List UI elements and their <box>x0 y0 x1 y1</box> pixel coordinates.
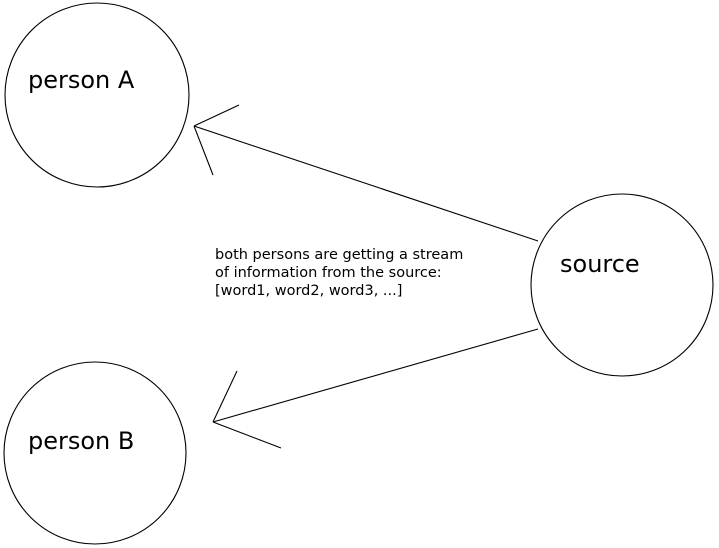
arrowhead-barb-lower-person-a <box>193 125 214 176</box>
annotation-line-2: of information from the source: <box>215 265 442 281</box>
node-person-a-label: person A <box>28 66 135 94</box>
node-source[interactable]: source <box>530 193 714 377</box>
edge-line-source-person-b <box>212 328 539 423</box>
edge-source-to-person-a <box>193 104 539 242</box>
node-person-b[interactable]: person B <box>3 361 187 545</box>
node-source-label: source <box>560 250 640 278</box>
annotation-line-1: both persons are getting a stream <box>215 247 463 263</box>
node-person-b-circle[interactable] <box>3 361 187 545</box>
node-person-a-circle[interactable] <box>4 2 190 188</box>
arrowhead-barb-lower-person-b <box>212 421 282 449</box>
stream-annotation: both persons are getting a stream of inf… <box>215 247 463 299</box>
arrowhead-barb-upper-person-a <box>193 104 240 127</box>
node-person-a[interactable]: person A <box>4 2 190 188</box>
annotation-line-3: [word1, word2, word3, ...] <box>215 283 402 299</box>
edge-line-source-person-a <box>193 125 539 242</box>
node-person-b-label: person B <box>28 427 134 455</box>
node-source-circle[interactable] <box>530 193 714 377</box>
edge-source-to-person-b <box>212 328 539 449</box>
arrowhead-barb-upper-person-b <box>212 370 238 423</box>
